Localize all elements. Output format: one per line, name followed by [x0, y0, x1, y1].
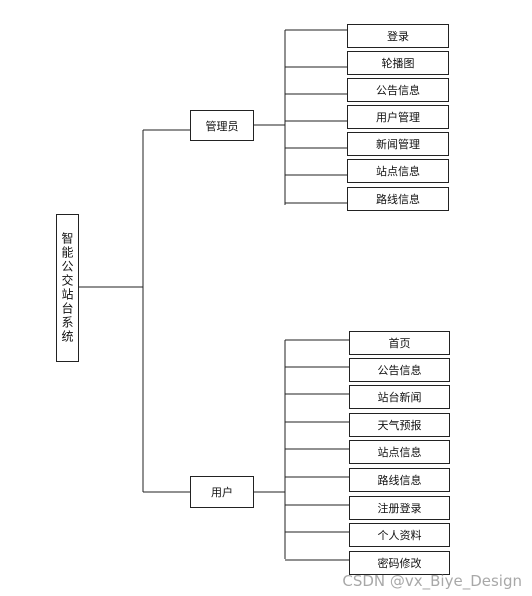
admin-item: 登录 [347, 24, 449, 48]
user-item: 天气预报 [349, 413, 450, 437]
admin-item: 轮播图 [347, 51, 449, 75]
user-item: 站点信息 [349, 440, 450, 464]
user-item: 个人资料 [349, 523, 450, 547]
watermark: CSDN @vx_Biye_Design [342, 572, 522, 590]
user-item: 注册登录 [349, 496, 450, 520]
user-item: 路线信息 [349, 468, 450, 492]
admin-node: 管理员 [190, 110, 254, 141]
user-item: 公告信息 [349, 358, 450, 382]
admin-item: 新闻管理 [347, 132, 449, 156]
user-item: 密码修改 [349, 551, 450, 575]
user-node: 用户 [190, 476, 254, 508]
connector-lines [79, 29, 349, 561]
user-item: 站台新闻 [349, 385, 450, 409]
user-item: 首页 [349, 331, 450, 355]
admin-item: 路线信息 [347, 187, 449, 211]
admin-item: 用户管理 [347, 105, 449, 129]
admin-item: 公告信息 [347, 78, 449, 102]
root-node: 智能公交站台系统 [56, 214, 79, 362]
admin-item: 站点信息 [347, 159, 449, 183]
